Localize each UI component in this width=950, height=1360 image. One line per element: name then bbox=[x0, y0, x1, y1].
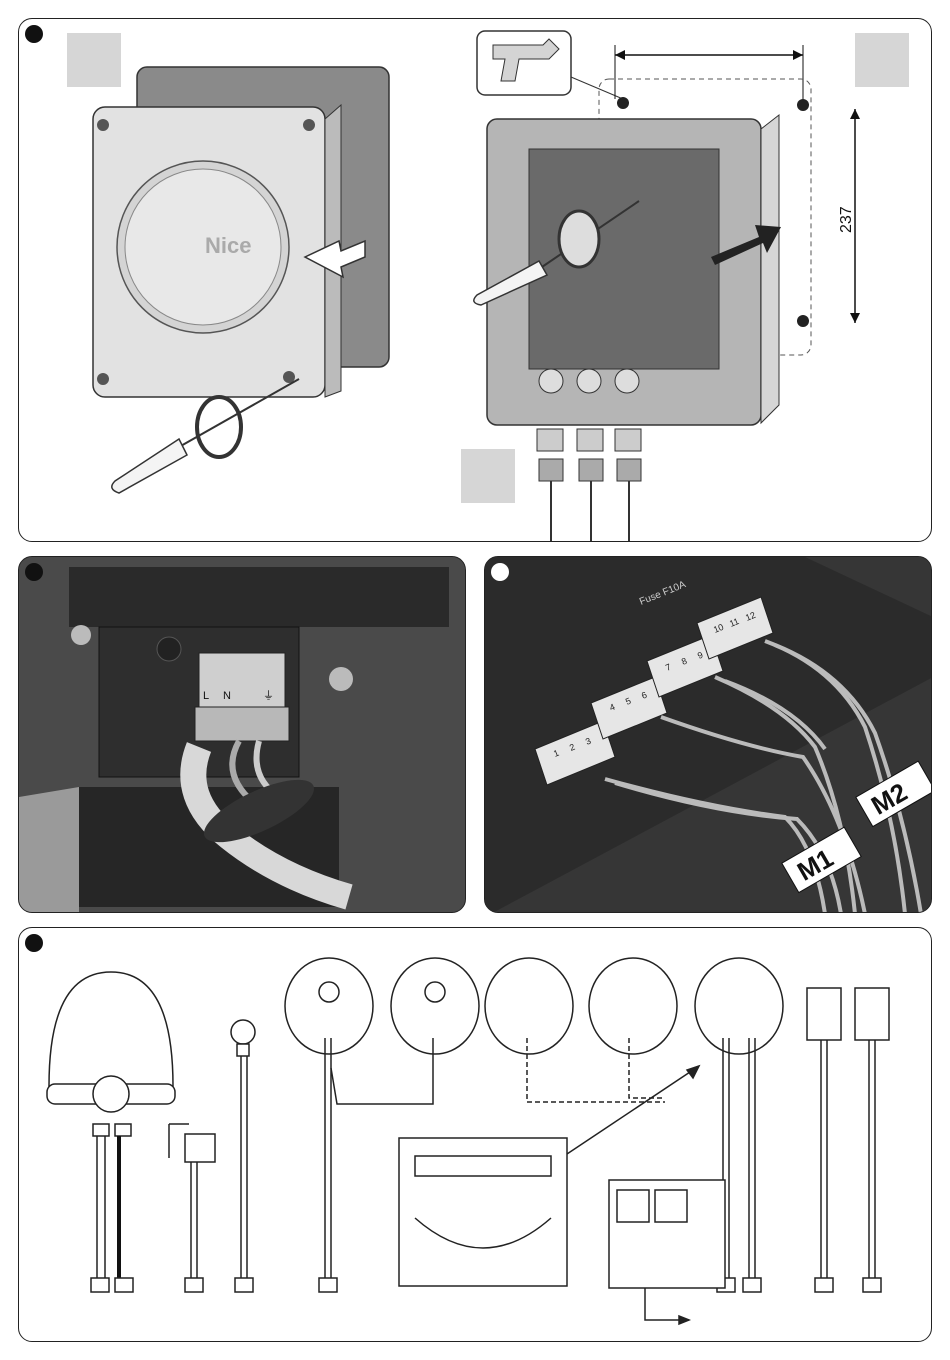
dimension-237: 237 bbox=[838, 206, 855, 233]
terminal-label-l: L bbox=[203, 690, 209, 702]
terminal-label-n: N bbox=[223, 690, 231, 702]
terminal-label-ground: ⏚ bbox=[263, 689, 274, 702]
motor-terminals-illustration: Fuse F10A 1 2 3 4 5 6 7 8 9 10 11 12 bbox=[485, 557, 932, 913]
accessories-wiring-diagram bbox=[19, 928, 932, 1342]
step-marker-3 bbox=[491, 563, 509, 581]
panel-box-mounting: Nice 237 bbox=[18, 18, 932, 542]
brand-logo-nice: Nice bbox=[205, 233, 251, 258]
step-marker-2 bbox=[25, 563, 43, 581]
panel-motor-terminals-photo: Fuse F10A 1 2 3 4 5 6 7 8 9 10 11 12 bbox=[484, 556, 932, 913]
mains-terminal-illustration: L N ⏚ bbox=[19, 557, 466, 913]
panel-mains-terminal-photo: L N ⏚ bbox=[18, 556, 466, 913]
box-mounting-illustration: Nice 237 bbox=[19, 19, 932, 542]
panel-accessories-wiring bbox=[18, 927, 932, 1342]
